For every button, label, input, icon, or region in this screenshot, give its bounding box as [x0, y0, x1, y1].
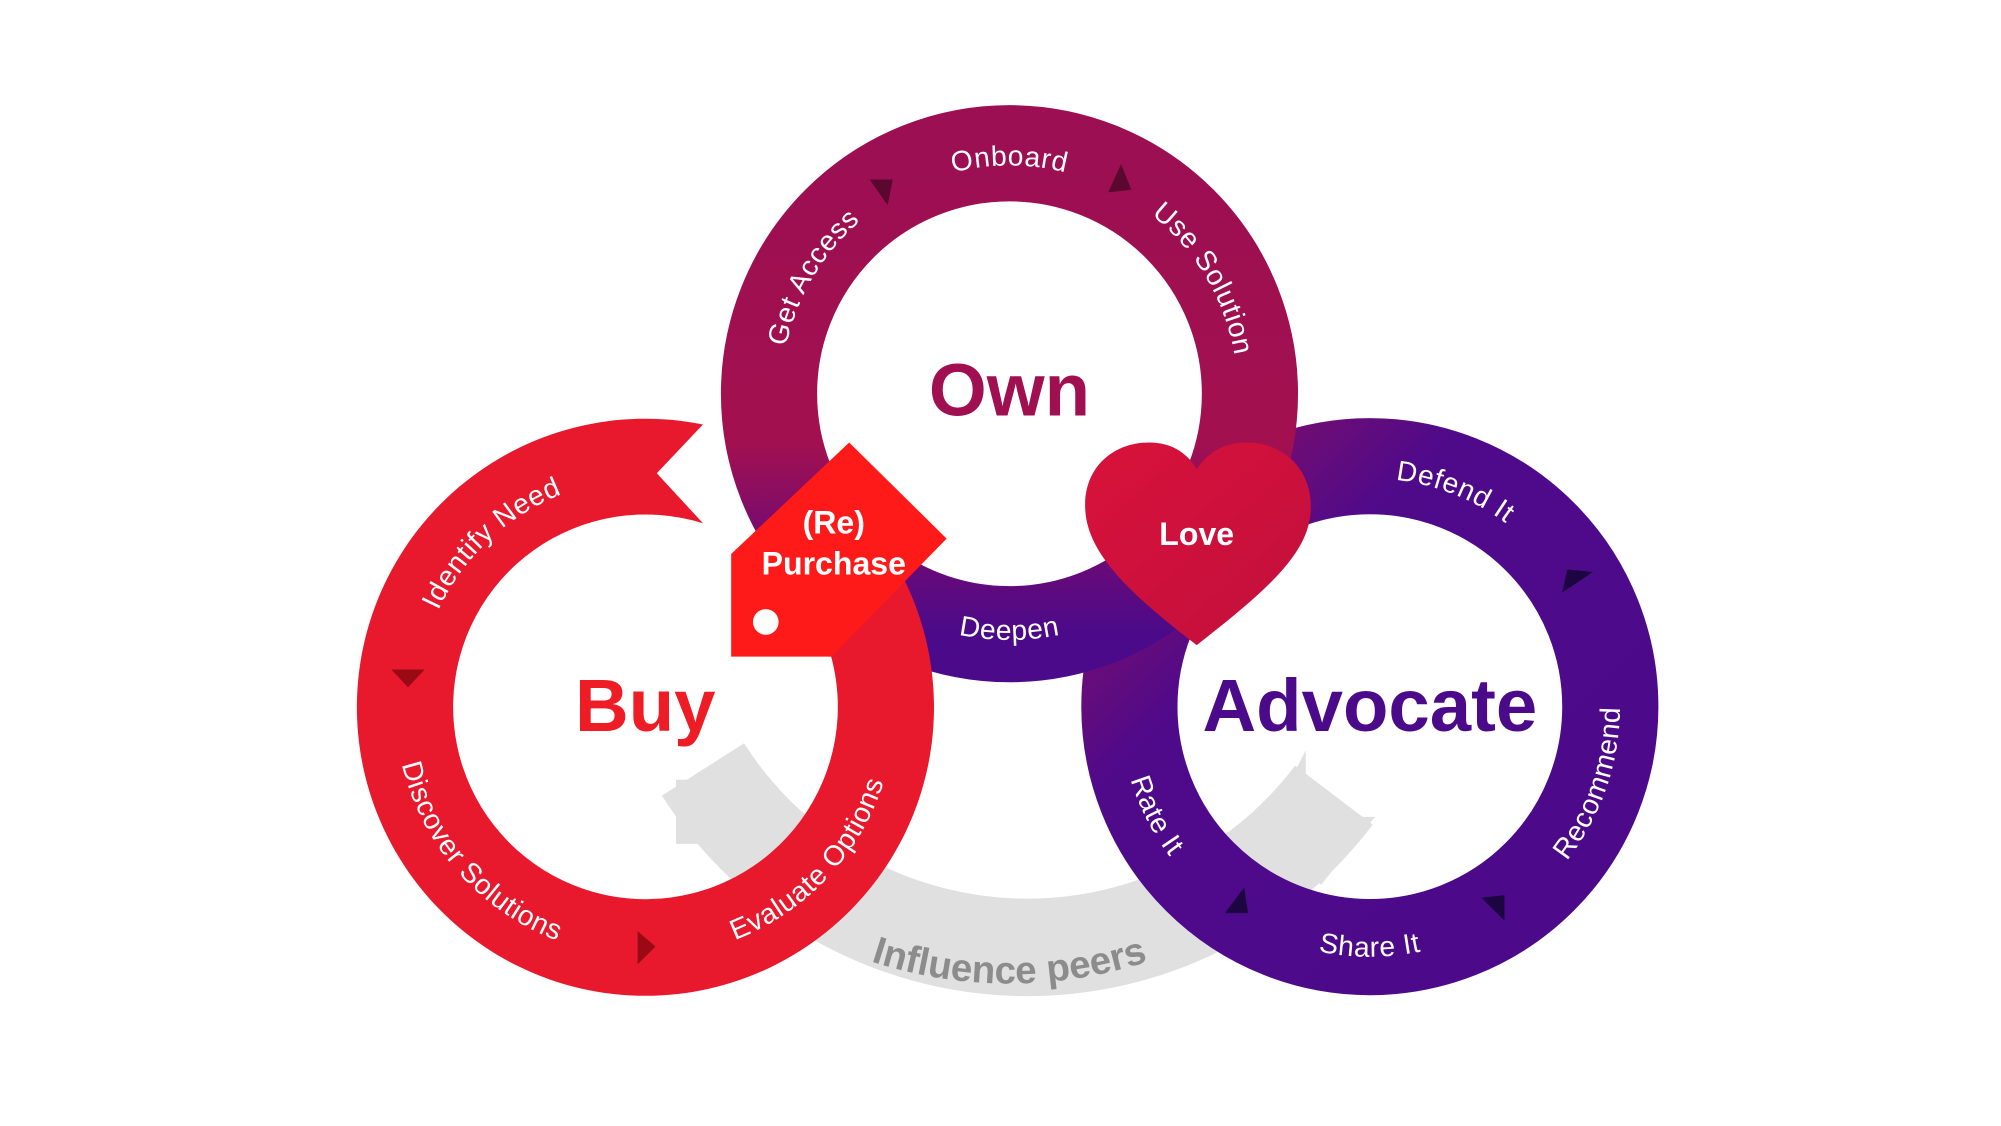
arrow-marker-icon [391, 669, 425, 688]
arrow-marker-icon [1481, 895, 1505, 921]
tag-hole-icon [752, 609, 779, 635]
arrow-marker-icon [1562, 569, 1593, 593]
tag-line1: (Re) [803, 505, 865, 541]
own-title: Own [929, 349, 1090, 432]
arrow-marker-icon [1108, 164, 1132, 193]
step-share-it: Share It [1317, 926, 1422, 963]
buy-title: Buy [575, 664, 716, 747]
heart-icon [1085, 442, 1311, 646]
advocate-title: Advocate [1202, 664, 1537, 747]
arrow-marker-icon [869, 179, 893, 206]
tag-line2: Purchase [762, 546, 906, 582]
arrow-marker-icon [637, 931, 656, 965]
arrow-marker-icon [1224, 887, 1249, 914]
own-ring: Get Access Onboard Use Solution Deepen O… [720, 105, 1299, 683]
repurchase-tag: (Re) Purchase [731, 442, 947, 657]
step-deepen: Deepen [958, 609, 1062, 646]
love-heart: Love [1085, 442, 1311, 646]
heart-label: Love [1159, 516, 1234, 552]
